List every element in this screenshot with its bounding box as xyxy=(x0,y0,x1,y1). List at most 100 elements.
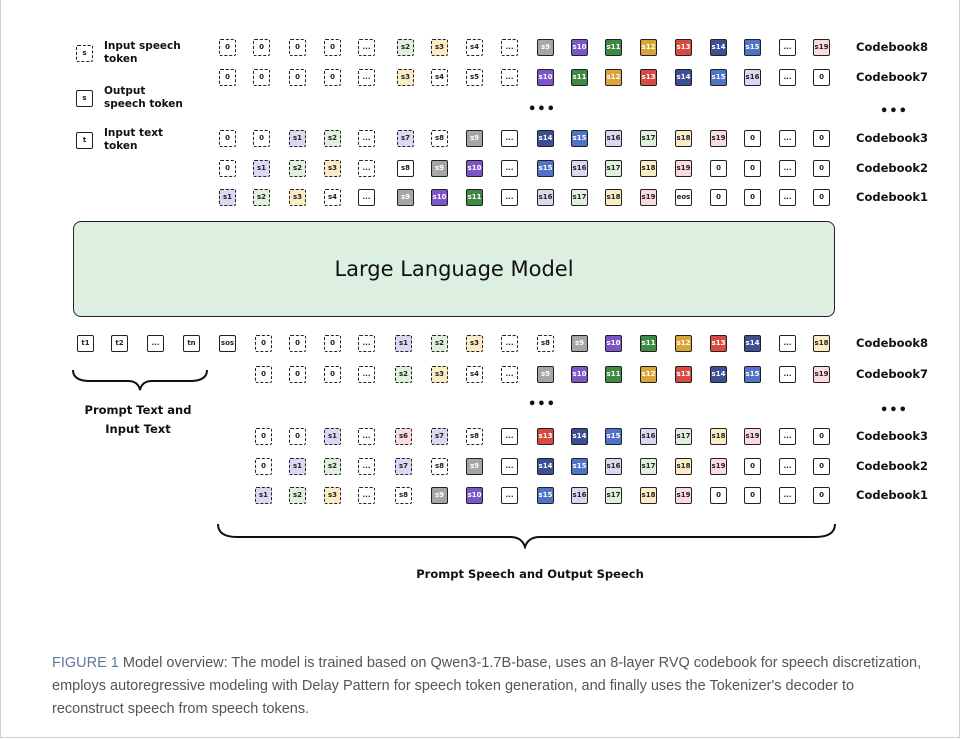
speech-token: ... xyxy=(358,39,375,56)
speech-token: s14 xyxy=(710,39,727,56)
speech-token: s19 xyxy=(813,366,830,383)
speech-token: ... xyxy=(501,366,518,383)
figure-caption: FIGURE 1 Model overview: The model is tr… xyxy=(52,652,922,721)
speech-token: s4 xyxy=(466,39,483,56)
llm-box: Large Language Model xyxy=(73,221,835,317)
legend-output-speech-icon: s xyxy=(76,90,93,107)
speech-token: s4 xyxy=(324,189,341,206)
prompt-speech-brace xyxy=(217,523,836,549)
bottom-grid-ellipsis: ••• xyxy=(528,397,556,412)
speech-token: s1 xyxy=(324,428,341,445)
speech-token: ... xyxy=(358,160,375,177)
speech-token: s15 xyxy=(744,366,761,383)
speech-token: s9 xyxy=(431,160,448,177)
speech-token: s2 xyxy=(397,39,414,56)
codebook-label: Codebook7 xyxy=(856,70,929,84)
speech-token: s7 xyxy=(431,428,448,445)
speech-token: s14 xyxy=(710,366,727,383)
speech-token: s13 xyxy=(640,69,657,86)
speech-token: s9 xyxy=(571,335,588,352)
speech-token: 0 xyxy=(255,335,272,352)
speech-token: ... xyxy=(779,458,796,475)
speech-token: s18 xyxy=(640,160,657,177)
speech-token: s19 xyxy=(710,458,727,475)
speech-token: s14 xyxy=(744,335,761,352)
speech-token: s3 xyxy=(431,366,448,383)
speech-token: 0 xyxy=(744,130,761,147)
model-overview-figure: s Input speech token s Output speech tok… xyxy=(72,39,929,581)
prompt-speech-caption: Prompt Speech and Output Speech xyxy=(416,567,644,581)
speech-token: 0 xyxy=(289,39,306,56)
speech-token: ... xyxy=(358,428,375,445)
speech-token: 0 xyxy=(289,69,306,86)
text-token: ... xyxy=(147,335,164,352)
speech-token: 0 xyxy=(289,335,306,352)
speech-token: s19 xyxy=(640,189,657,206)
speech-token: s17 xyxy=(605,160,622,177)
speech-token: s7 xyxy=(397,130,414,147)
speech-token: 0 xyxy=(744,160,761,177)
speech-token: 0 xyxy=(289,428,306,445)
figure-caption-text: Model overview: The model is trained bas… xyxy=(52,655,922,717)
speech-token: s18 xyxy=(640,487,657,504)
speech-token: s9 xyxy=(537,366,554,383)
speech-token: s10 xyxy=(537,69,554,86)
speech-token: s2 xyxy=(324,458,341,475)
speech-token: s16 xyxy=(537,189,554,206)
speech-token: s2 xyxy=(324,130,341,147)
llm-label: Large Language Model xyxy=(334,257,574,281)
speech-token: s18 xyxy=(675,458,692,475)
speech-token: s2 xyxy=(253,189,270,206)
speech-token: s1 xyxy=(219,189,236,206)
speech-token: s8 xyxy=(466,428,483,445)
speech-token: ... xyxy=(501,428,518,445)
speech-token: s18 xyxy=(710,428,727,445)
speech-token: s10 xyxy=(431,189,448,206)
speech-token: s7 xyxy=(395,458,412,475)
speech-token: s13 xyxy=(537,428,554,445)
speech-token: s13 xyxy=(675,39,692,56)
speech-token: s4 xyxy=(431,69,448,86)
speech-token: s15 xyxy=(571,458,588,475)
speech-token: 0 xyxy=(813,458,830,475)
speech-token: s3 xyxy=(324,160,341,177)
text-token: t2 xyxy=(111,335,128,352)
speech-token: ... xyxy=(501,69,518,86)
top-label-ellipsis: ••• xyxy=(880,104,908,119)
speech-token: s16 xyxy=(640,428,657,445)
codebook-label: Codebook7 xyxy=(856,367,929,381)
codebook-label: Codebook8 xyxy=(856,40,929,54)
speech-token: s18 xyxy=(813,335,830,352)
speech-token: s14 xyxy=(675,69,692,86)
speech-token: 0 xyxy=(813,189,830,206)
codebook-label: Codebook8 xyxy=(856,336,929,350)
speech-token: s15 xyxy=(605,428,622,445)
speech-token: ... xyxy=(501,160,518,177)
codebook-label: Codebook2 xyxy=(856,161,929,175)
speech-token: s8 xyxy=(431,458,448,475)
speech-token: s4 xyxy=(466,366,483,383)
speech-token: ... xyxy=(358,130,375,147)
speech-token: 0 xyxy=(813,160,830,177)
legend-input-text-icon: t xyxy=(76,132,93,149)
speech-token: s9 xyxy=(466,130,483,147)
speech-token: 0 xyxy=(744,487,761,504)
speech-token: 0 xyxy=(813,428,830,445)
speech-token: s2 xyxy=(431,335,448,352)
speech-token: s14 xyxy=(537,130,554,147)
sos-token: sos xyxy=(219,335,236,352)
speech-token: s1 xyxy=(289,458,306,475)
speech-token: s8 xyxy=(397,160,414,177)
speech-token: s2 xyxy=(289,487,306,504)
speech-token: 0 xyxy=(324,69,341,86)
speech-token: 0 xyxy=(219,130,236,147)
speech-token: s3 xyxy=(397,69,414,86)
speech-token: ... xyxy=(779,69,796,86)
speech-token: 0 xyxy=(813,487,830,504)
speech-token: s1 xyxy=(289,130,306,147)
speech-token: ... xyxy=(358,366,375,383)
speech-token: ... xyxy=(501,487,518,504)
speech-token: s5 xyxy=(466,69,483,86)
speech-token: ... xyxy=(501,39,518,56)
legend-input-speech-icon: s xyxy=(76,45,93,62)
